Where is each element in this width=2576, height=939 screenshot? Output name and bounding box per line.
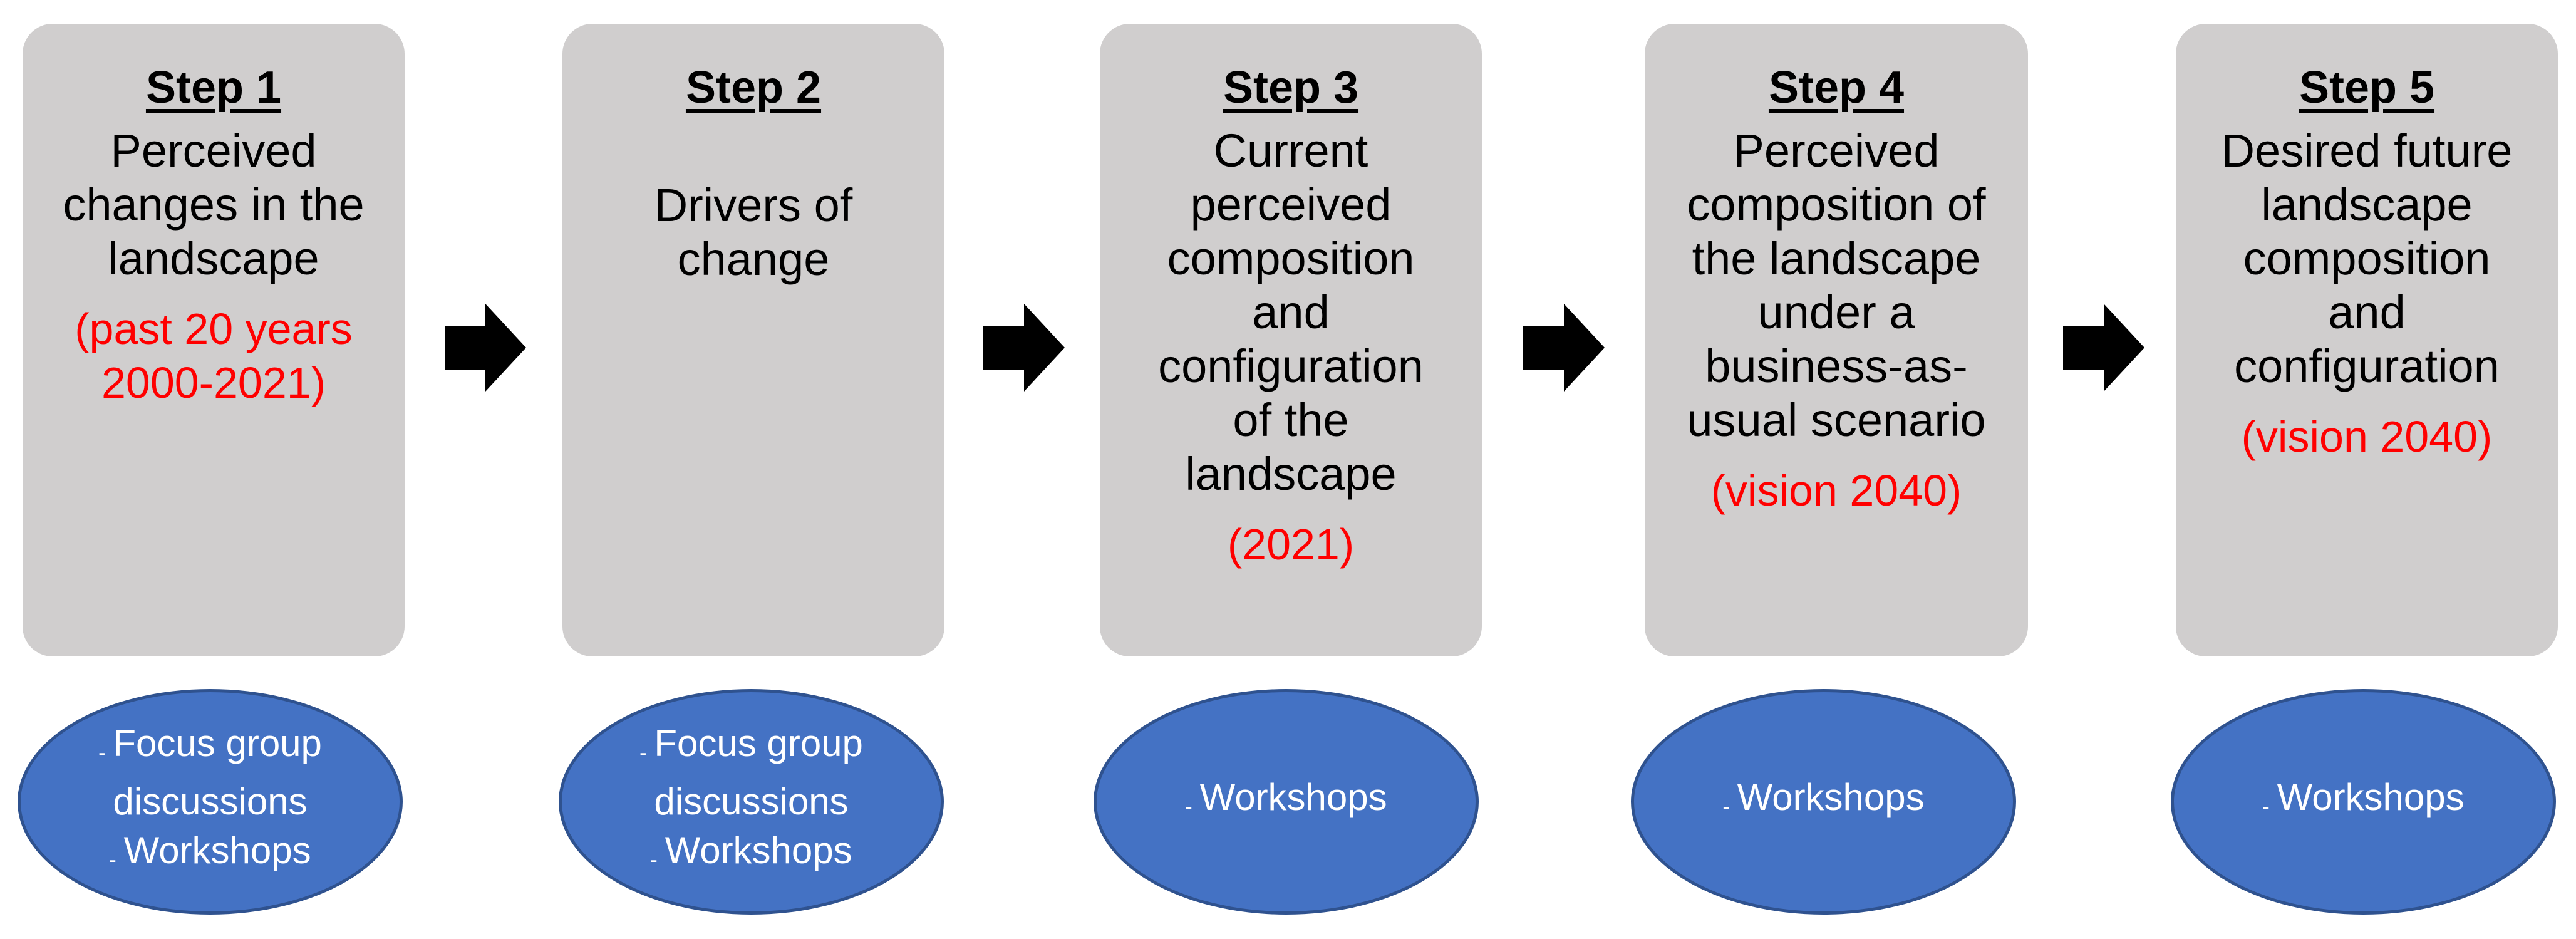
step-2-line-2: change: [677, 233, 830, 285]
step-3-line-5: configuration: [1158, 340, 1424, 392]
method-text: Workshops: [1199, 776, 1387, 818]
step-4-title: Step 4: [1768, 63, 1905, 113]
method-item: -Workshops: [109, 826, 311, 885]
step-3-methods-oval: -Workshops: [1094, 689, 1479, 915]
step-5-title: Step 5: [2299, 63, 2435, 113]
arrow-icon: [2063, 304, 2144, 392]
step-5-line-5: configuration: [2234, 340, 2500, 392]
step-2-box: Step 2 Drivers of change: [562, 24, 944, 656]
arrow-icon: [445, 304, 526, 392]
step-1-title: Step 1: [145, 63, 282, 113]
method-text: Workshops: [2277, 776, 2465, 818]
step-4-methods-oval: -Workshops: [1631, 689, 2016, 915]
step-4-line-1: Perceived: [1733, 125, 1940, 177]
dash-icon: -: [109, 848, 116, 872]
method-item: discussions: [113, 781, 308, 822]
step-5-line-2: landscape: [2261, 179, 2473, 231]
step-1-line-2: changes in the: [63, 179, 365, 231]
step-4-line-4: under a: [1757, 286, 1915, 338]
step-2-description: Drivers of change: [562, 179, 944, 286]
step-1-box: Step 1 Perceived changes in the landscap…: [23, 24, 405, 656]
step-3-line-3: composition: [1167, 232, 1415, 284]
step-4-period-line-1: (vision 2040): [1710, 466, 1962, 515]
dash-icon: -: [639, 741, 647, 765]
step-1-period-line-2: 2000-2021): [101, 358, 326, 407]
step-1-line-3: landscape: [108, 232, 319, 284]
step-1-line-1: Perceived: [110, 125, 317, 177]
step-4-line-5: business-as-: [1705, 340, 1968, 392]
method-item: -Focus group: [98, 719, 322, 777]
step-4-description: Perceived composition of the landscape u…: [1645, 124, 2028, 517]
step-5-methods-oval: -Workshops: [2171, 689, 2556, 915]
dash-icon: -: [1185, 794, 1192, 819]
method-item: -Workshops: [1185, 773, 1387, 831]
dash-icon: -: [650, 848, 658, 872]
step-1-methods-oval: -Focus group discussions -Workshops: [18, 689, 403, 915]
step-4-box: Step 4 Perceived composition of the land…: [1645, 24, 2028, 656]
method-item: -Focus group: [639, 719, 863, 777]
step-3-line-2: perceived: [1190, 179, 1392, 231]
step-5-period-line-1: (vision 2040): [2241, 412, 2493, 461]
step-5-line-3: composition: [2243, 232, 2491, 284]
step-3-line-4: and: [1252, 286, 1330, 338]
step-3-line-6: of the: [1233, 394, 1349, 446]
step-5-box: Step 5 Desired future landscape composit…: [2176, 24, 2558, 656]
step-3-period-line-1: (2021): [1227, 520, 1355, 569]
step-5-line-1: Desired future: [2221, 125, 2513, 177]
step-3-description: Current perceived composition and config…: [1100, 124, 1482, 571]
method-item: -Workshops: [650, 826, 852, 885]
method-text: Workshops: [123, 829, 311, 871]
method-text: Focus group: [113, 722, 322, 764]
step-4-line-6: usual scenario: [1687, 394, 1986, 446]
step-3-line-1: Current: [1213, 125, 1368, 177]
step-1-description: Perceived changes in the landscape (past…: [23, 124, 405, 410]
method-item: -Workshops: [2262, 773, 2464, 831]
step-5-description: Desired future landscape composition and…: [2176, 124, 2558, 464]
method-item: discussions: [654, 781, 849, 822]
step-4-line-3: the landscape: [1692, 232, 1981, 284]
step-2-line-1: Drivers of: [654, 179, 853, 231]
arrow-icon: [1523, 304, 1605, 392]
step-1-period-line-1: (past 20 years: [75, 304, 353, 353]
step-2-methods-oval: -Focus group discussions -Workshops: [559, 689, 944, 915]
step-3-box: Step 3 Current perceived composition and…: [1100, 24, 1482, 656]
step-4-line-2: composition of: [1687, 179, 1986, 231]
arrow-icon: [983, 304, 1065, 392]
step-2-title: Step 2: [685, 63, 822, 113]
step-3-line-7: landscape: [1185, 448, 1397, 500]
method-text: Focus group: [654, 722, 863, 764]
step-5-line-4: and: [2328, 286, 2406, 338]
method-text: Workshops: [665, 829, 852, 871]
dash-icon: -: [1722, 794, 1730, 819]
dash-icon: -: [2262, 794, 2270, 819]
method-item: -Workshops: [1722, 773, 1924, 831]
method-text: Workshops: [1737, 776, 1925, 818]
dash-icon: -: [98, 741, 106, 765]
step-3-title: Step 3: [1223, 63, 1359, 113]
